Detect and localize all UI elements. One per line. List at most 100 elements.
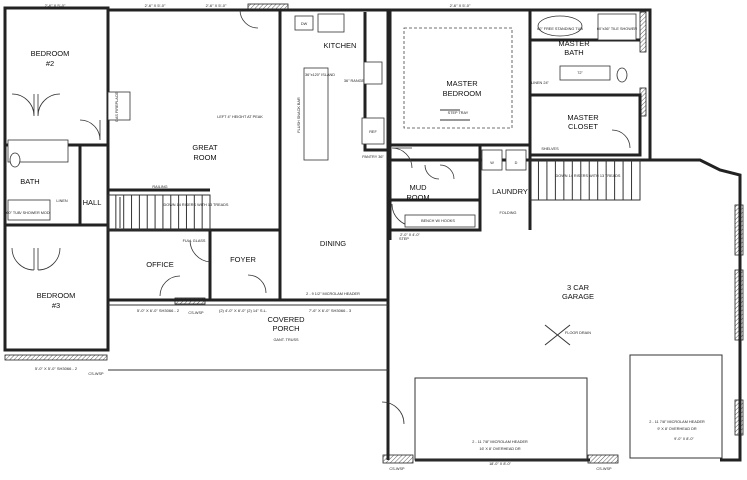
note-garage-width: 18'-0" X 8'-0" <box>489 462 512 466</box>
note-garage-dim: 9'-0" X 8'-0" <box>674 437 694 441</box>
label-bath: BATH <box>20 177 39 186</box>
label-master-bath-a: MASTER <box>558 39 590 48</box>
note-full-glass: FULL GLASS <box>183 239 206 243</box>
label-kitchen: KITCHEN <box>324 41 357 50</box>
label-bedroom3-b: #3 <box>52 301 60 310</box>
label-garage-b: GARAGE <box>562 292 594 301</box>
stairs-main <box>107 194 211 231</box>
hatch-right-top <box>639 11 647 53</box>
note-vanity-72: 72" <box>577 71 583 75</box>
hatch-garage-bottom-left <box>382 454 414 464</box>
label-master-closet-a: MASTER <box>567 113 599 122</box>
label-great-room-b: ROOM <box>193 153 216 162</box>
note-linen: LINEN <box>56 199 67 203</box>
fixtures <box>7 13 723 461</box>
step-tray-arrows <box>440 109 470 121</box>
vanity-bath <box>7 139 69 163</box>
note-door-2040: 2'-0" X 4'-0" <box>400 233 420 237</box>
hatch-garage-bottom-right <box>587 454 619 464</box>
label-mud-room-b: ROOM <box>406 193 429 202</box>
kitchen-island <box>303 67 329 161</box>
garage-door-main <box>414 377 588 461</box>
label-bedroom3-a: BEDROOM <box>37 291 76 300</box>
note-gant-truss: GANT. TRUSS <box>273 338 299 342</box>
label-master-bedroom-b: BEDROOM <box>443 89 482 98</box>
note-range: 36" RANGE <box>344 79 365 83</box>
plan-notes: GAS FIREPLACE LEFT 4" HEIGHT AT PEAK 36"… <box>6 22 705 471</box>
tray-ceiling-outline <box>403 27 513 129</box>
dim-porch-2: (2) 4'-0" X 6'-0" (2) 14" S.L. <box>219 308 267 313</box>
stairs-garage <box>529 159 641 201</box>
note-linen24: LINEN 24" <box>531 81 549 85</box>
dim-top-d: 2'-6" X 5'-0" <box>450 3 471 8</box>
dishwasher <box>294 15 314 31</box>
note-stairs-main: DOWN 14 RISERS WITH 13 TREADS <box>164 203 229 207</box>
note-pantry: PANTRY 36" <box>362 155 384 159</box>
note-folding: FOLDING <box>500 211 517 215</box>
note-overhead-main: 16' X 8' OVERHEAD DR <box>479 447 521 451</box>
label-porch-b: PORCH <box>272 324 299 333</box>
label-dining: DINING <box>320 239 346 248</box>
note-ref: REF <box>369 130 377 134</box>
note-step-tray: STEP TRAY <box>448 111 469 115</box>
note-island: 36"x120" ISLAND <box>305 73 335 77</box>
master-toilet <box>616 67 628 83</box>
note-step: STEP <box>399 237 409 241</box>
label-great-room-a: GREAT <box>192 143 218 152</box>
window-callouts: 2'-6" X 5'-0" 2'-6" X 5'-0" 2'-6" X 5'-0… <box>35 3 471 371</box>
label-laundry: LAUNDRY <box>492 187 528 196</box>
label-master-bath-b: BATH <box>564 48 583 57</box>
dim-top-b: 2'-6" X 5'-0" <box>145 3 166 8</box>
dim-top-a: 2'-6" X 5'-0" <box>45 3 66 8</box>
label-master-bedroom-a: MASTER <box>446 79 478 88</box>
label-bedroom2-a: BEDROOM <box>31 49 70 58</box>
label-hall: HALL <box>83 198 102 207</box>
label-bedroom2-b: #2 <box>46 59 54 68</box>
master-vanity <box>559 65 611 81</box>
note-tub-shower: 60" TUB/ SHOWER MOD <box>6 211 50 215</box>
label-foyer: FOYER <box>230 255 256 264</box>
label-porch-a: COVERED <box>267 315 305 324</box>
note-microlam-side: 2 - 11 7/8" MICROLAM HEADER <box>649 420 705 424</box>
note-fireplace: GAS FIREPLACE <box>115 91 119 122</box>
label-mud-room-a: MUD <box>409 183 427 192</box>
note-freestanding-tub: 60" FREE STANDING TUB <box>537 27 583 31</box>
note-cswsp-garage-right: CS-WSP <box>596 467 612 471</box>
dim-porch-3: 7'-6" X 6'-0" SH3066 - 3 <box>309 308 352 313</box>
note-overhead-side: 9' X 8' OVERHEAD DR <box>657 427 696 431</box>
dim-bottom-left: 5'-0" X 5'-0" SH3066 - 2 <box>35 366 78 371</box>
freestanding-tub <box>537 15 583 37</box>
floor-drain-symbol <box>544 324 571 346</box>
note-microlam-dining: 2 - 9 1/2" MICROLAM HEADER <box>306 292 360 296</box>
toilet-bath <box>9 152 21 168</box>
note-snack-bar: FLUSH SNACK BAR <box>297 97 301 133</box>
note-railing: RAILING <box>152 185 167 189</box>
note-tile-shower: 60"x36" TILE SHOWER <box>597 27 637 31</box>
room-labels: BEDROOM #2 BATH HALL BEDROOM #3 GREAT RO… <box>20 39 599 333</box>
washer <box>481 149 503 171</box>
kitchen-sink <box>317 13 345 33</box>
note-shelves: SHELVES <box>541 147 559 151</box>
note-cswsp-porch: CS-WSP <box>188 311 204 315</box>
tub-shower-bath <box>7 199 51 221</box>
note-floor-drain: FLOOR DRAIN <box>565 331 591 335</box>
dryer <box>505 149 527 171</box>
note-cswsp-garage-left: CS-WSP <box>389 467 405 471</box>
note-stairs-garage: DOWN 14 RISERS WITH 13 TREADS <box>556 174 621 178</box>
fireplace-symbol <box>107 91 131 121</box>
note-dryer: D <box>515 161 518 165</box>
dim-porch-1: 5'-0" X 6'-0" SH3066 - 2 <box>137 308 180 313</box>
dim-top-c: 2'-6" X 5'-0" <box>206 3 227 8</box>
exterior-walls <box>3 3 744 464</box>
bench <box>404 214 476 228</box>
label-garage-a: 3 CAR <box>567 283 590 292</box>
hatch-footing-left <box>4 354 108 361</box>
note-bench: BENCH W/ HOOKS <box>421 219 455 223</box>
note-ceiling-peak: LEFT 4" HEIGHT AT PEAK <box>217 115 263 119</box>
note-cswsp-left: CS-WSP <box>88 372 104 376</box>
tile-shower <box>597 13 637 41</box>
label-office: OFFICE <box>146 260 174 269</box>
range <box>363 61 383 85</box>
note-dw: DW <box>301 22 308 26</box>
